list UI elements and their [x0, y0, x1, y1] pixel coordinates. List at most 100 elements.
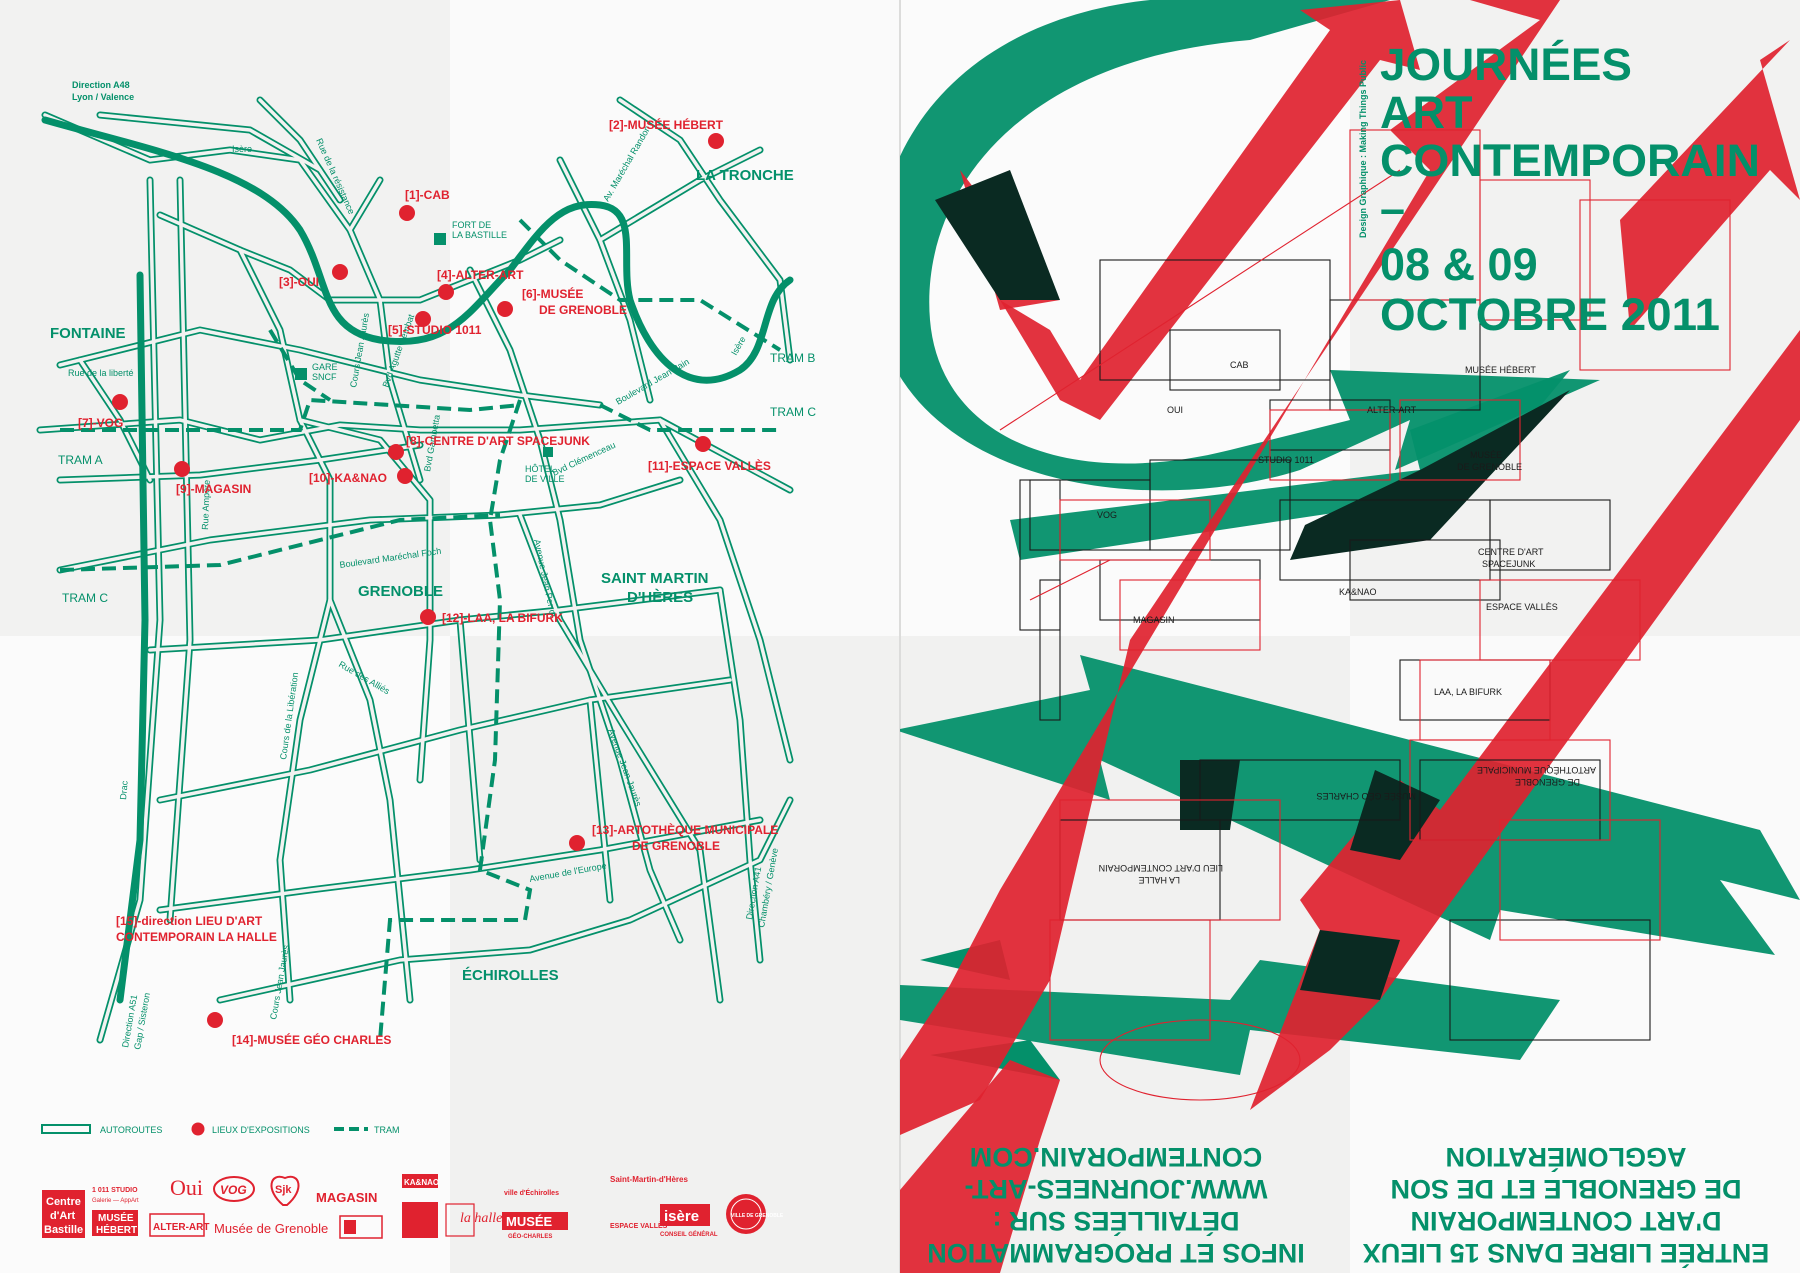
legend-lieux: LIEUX D'EXPOSITIONS — [212, 1125, 310, 1135]
svg-text:KA&NAO: KA&NAO — [404, 1178, 439, 1187]
venue-label-8[interactable]: [8]-CENTRE D'ART SPACEJUNK — [406, 434, 590, 448]
venue-dot-1[interactable] — [399, 205, 415, 221]
svg-text:STUDIO 1011: STUDIO 1011 — [1258, 455, 1314, 465]
overlap-dark-1 — [935, 170, 1060, 300]
info-line-4: CONTEMPORAIN.COM — [970, 1142, 1263, 1172]
venue-dot-8[interactable] — [388, 444, 404, 460]
venue-label-10[interactable]: [10]-KA&NAO — [309, 471, 387, 485]
overlap-dark-3 — [1180, 760, 1240, 830]
red-arrow-top-right — [1620, 40, 1800, 330]
gare-icon — [295, 368, 307, 380]
svg-text:D'HÈRES: D'HÈRES — [627, 589, 693, 606]
fort-bastille-icon — [434, 233, 446, 245]
venue-dot-9[interactable] — [174, 461, 190, 477]
legend-tram: TRAM — [374, 1125, 400, 1135]
venue-label-11[interactable]: [11]-ESPACE VALLÈS — [648, 458, 771, 473]
design-credit: Design Graphique : Making Things Public — [1358, 60, 1368, 238]
venue-label-13[interactable]: [13]-ARTOTHÈQUE MUNICIPALE — [592, 822, 778, 837]
venue-label-1[interactable]: [1]-CAB — [405, 188, 450, 202]
svg-text:isère: isère — [664, 1208, 699, 1225]
venue-labels: [1]-CAB [2]-MUSÉE HÉBERT [3]-OUI [4]-ALT… — [78, 117, 778, 1047]
venue-dot-14[interactable] — [207, 1012, 223, 1028]
red-arrow-left — [900, 0, 1560, 1135]
venue-label-5[interactable]: [5]-STUDIO 1011 — [388, 323, 482, 337]
red-arrow-bottom — [900, 1060, 1060, 1273]
hotel-ville-icon — [543, 447, 553, 457]
svg-text:LIEU D'ART CONTEMPORAIN: LIEU D'ART CONTEMPORAIN — [1099, 863, 1223, 873]
svg-text:LAA, LA BIFURK: LAA, LA BIFURK — [1434, 687, 1502, 697]
svg-text:TRAM A: TRAM A — [58, 453, 103, 467]
svg-text:ESPACE VALLÈS: ESPACE VALLÈS — [610, 1221, 668, 1230]
svg-text:MUSÉE HÉBERT: MUSÉE HÉBERT — [1465, 365, 1536, 375]
svg-text:SPACEJUNK: SPACEJUNK — [1482, 559, 1535, 569]
svg-text:d'Art: d'Art — [50, 1210, 76, 1222]
venue-label-4[interactable]: [4]-ALTER-ART — [437, 268, 524, 282]
green-arrow-low — [900, 655, 1800, 955]
info-line-2: DÉTAILLÉES SUR : — [992, 1206, 1239, 1237]
svg-text:CAB: CAB — [1230, 360, 1249, 370]
info-upside-down: INFOS ET PROGRAMMATION DÉTAILLÉES SUR : … — [927, 1142, 1769, 1269]
overlap-dark-2 — [1290, 390, 1570, 560]
tram-lines — [59, 218, 782, 1041]
venue-dot-5[interactable] — [415, 311, 431, 327]
venue-dot-12[interactable] — [420, 609, 436, 625]
svg-text:GARE: GARE — [312, 362, 338, 372]
venue-label-9[interactable]: [9]-MAGASIN — [176, 482, 251, 496]
venue-dot-6[interactable] — [497, 301, 513, 317]
motorway-lines — [41, 116, 794, 1004]
plan-room-labels: CAB MUSÉE HÉBERT OUI ALTER-ART STUDIO 10… — [1097, 360, 1596, 885]
venue-map: Direction A48 Lyon / Valence Isère Rue d… — [36, 80, 816, 1240]
svg-text:MUSÉE: MUSÉE — [506, 1214, 553, 1229]
venue-label-14[interactable]: [14]-MUSÉE GÉO CHARLES — [232, 1032, 391, 1047]
venue-label-13b[interactable]: DE GRENOBLE — [632, 839, 720, 853]
svg-text:TRAM C: TRAM C — [770, 405, 816, 419]
title-line-2: ART — [1380, 87, 1472, 138]
svg-text:GÉO-CHARLES: GÉO-CHARLES — [508, 1232, 552, 1240]
svg-text:KA&NAO: KA&NAO — [1339, 587, 1377, 597]
venue-label-7[interactable]: [7]-VOG — [78, 416, 123, 430]
svg-text:VOG: VOG — [220, 1183, 247, 1197]
svg-text:MAGASIN: MAGASIN — [316, 1190, 377, 1205]
svg-text:HÔTEL: HÔTEL — [525, 464, 555, 474]
svg-text:ÉCHIROLLES: ÉCHIROLLES — [462, 967, 559, 984]
svg-text:TRAM B: TRAM B — [770, 351, 815, 365]
venue-dot-3[interactable] — [332, 264, 348, 280]
svg-text:VOG: VOG — [1097, 510, 1117, 520]
venue-dot-7[interactable] — [112, 394, 128, 410]
partner-logos: Centre d'Art Bastille 1 011 STUDIO Galer… — [42, 1174, 784, 1240]
svg-text:Bastille: Bastille — [44, 1224, 83, 1236]
info-line-1: INFOS ET PROGRAMMATION — [927, 1238, 1305, 1268]
venue-dot-10[interactable] — [397, 468, 413, 484]
venue-label-12[interactable]: [12]-LAA, LA BIFURK — [442, 611, 563, 625]
venue-label-6b[interactable]: DE GRENOBLE — [539, 303, 627, 317]
floor-plans-red — [999, 129, 1731, 1101]
venue-dot-2[interactable] — [708, 133, 724, 149]
svg-text:ALTER-ART: ALTER-ART — [153, 1222, 209, 1233]
green-arrow-bottom — [900, 960, 1560, 1075]
red-arrow-up — [1000, 0, 1420, 420]
venue-dot-4[interactable] — [438, 284, 454, 300]
svg-text:VILLE DE GRENOBLE: VILLE DE GRENOBLE — [731, 1213, 784, 1219]
entry-line-3: DE GRENOBLE ET DE SON — [1390, 1174, 1741, 1204]
venue-label-15[interactable]: [15]-direction LIEU D'ART — [116, 914, 263, 928]
svg-text:MUSÉE GÉO CHARLES: MUSÉE GÉO CHARLES — [1316, 791, 1416, 801]
svg-text:HÉBERT: HÉBERT — [96, 1223, 137, 1236]
venue-dot-13[interactable] — [569, 835, 585, 851]
svg-text:DE GRENOBLE: DE GRENOBLE — [1515, 777, 1580, 787]
venue-label-2[interactable]: [2]-MUSÉE HÉBERT — [609, 117, 724, 132]
info-line-3: WWW.JOURNEES-ART- — [965, 1174, 1268, 1204]
svg-text:ville d'Échirolles: ville d'Échirolles — [504, 1188, 559, 1197]
svg-text:ARTOTHÈQUE MUNICIPALE: ARTOTHÈQUE MUNICIPALE — [1477, 765, 1596, 775]
svg-text:Musée de Grenoble: Musée de Grenoble — [214, 1221, 328, 1236]
venue-label-15b[interactable]: CONTEMPORAIN LA HALLE — [116, 930, 277, 944]
title-line-1: JOURNÉES — [1380, 39, 1632, 90]
title-line-4: – — [1380, 183, 1405, 234]
title-line-5: 08 & 09 — [1380, 239, 1538, 290]
venue-label-3[interactable]: [3]-OUI — [279, 275, 319, 289]
svg-text:Isère: Isère — [232, 144, 252, 154]
svg-text:la halle: la halle — [460, 1211, 502, 1226]
svg-text:DE GRENOBLE: DE GRENOBLE — [1457, 462, 1522, 472]
venue-label-6[interactable]: [6]-MUSÉE — [522, 286, 583, 301]
svg-text:SAINT MARTIN: SAINT MARTIN — [601, 570, 709, 587]
venue-dot-11[interactable] — [695, 436, 711, 452]
